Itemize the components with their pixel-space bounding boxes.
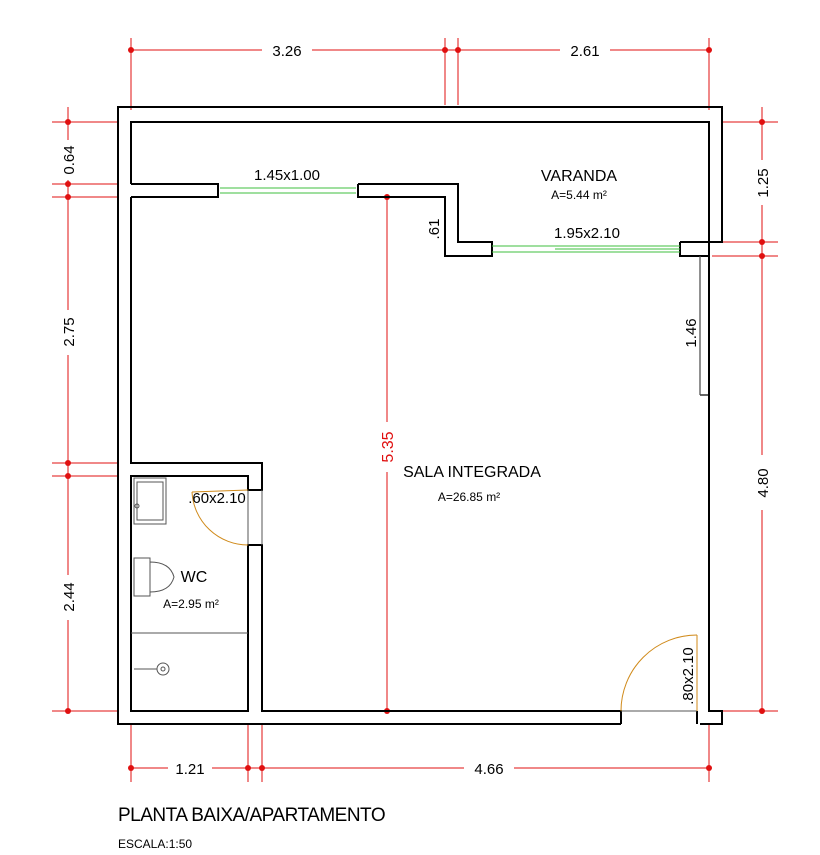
- doors: [191, 489, 698, 712]
- dim-right-top: 1.25: [755, 168, 772, 197]
- dim-top-right: 2.61: [570, 43, 599, 60]
- dim-interior-height: 5.35: [380, 431, 397, 462]
- dim-right-bottom: 4.80: [755, 468, 772, 497]
- window-balcony-label: 1.95x2.10: [554, 225, 620, 242]
- window-top-label: 1.45x1.00: [254, 167, 320, 184]
- dim-left-top: 0.64: [61, 145, 78, 174]
- wc-fixtures: [131, 477, 248, 676]
- dim-bottom-left: 1.21: [175, 761, 204, 778]
- walls: [117, 106, 723, 725]
- plan-title: PLANTA BAIXA/APARTAMENTO: [118, 805, 385, 826]
- room-area-varanda: A=5.44 m²: [551, 188, 607, 202]
- door-wc-label: .60x2.10: [188, 490, 246, 507]
- windows: [220, 187, 701, 395]
- room-area-wc: A=2.95 m²: [163, 597, 219, 611]
- dim-top-left: 3.26: [272, 43, 301, 60]
- label-masks: [58, 40, 772, 778]
- dim-step-depth: .61: [426, 219, 443, 240]
- room-name-sala: SALA INTEGRADA: [403, 464, 541, 481]
- dim-side-opening: 1.46: [683, 318, 700, 347]
- plan-scale: ESCALA:1:50: [118, 837, 192, 851]
- dimension-lines: [52, 38, 778, 782]
- dim-left-mid: 2.75: [61, 317, 78, 346]
- room-area-sala: A=26.85 m²: [438, 490, 500, 504]
- dim-left-bottom: 2.44: [61, 582, 78, 611]
- door-entry-label: .80x2.10: [680, 647, 697, 705]
- room-name-wc: WC: [181, 569, 208, 586]
- dim-bottom-right: 4.66: [474, 761, 503, 778]
- room-name-varanda: VARANDA: [541, 168, 617, 185]
